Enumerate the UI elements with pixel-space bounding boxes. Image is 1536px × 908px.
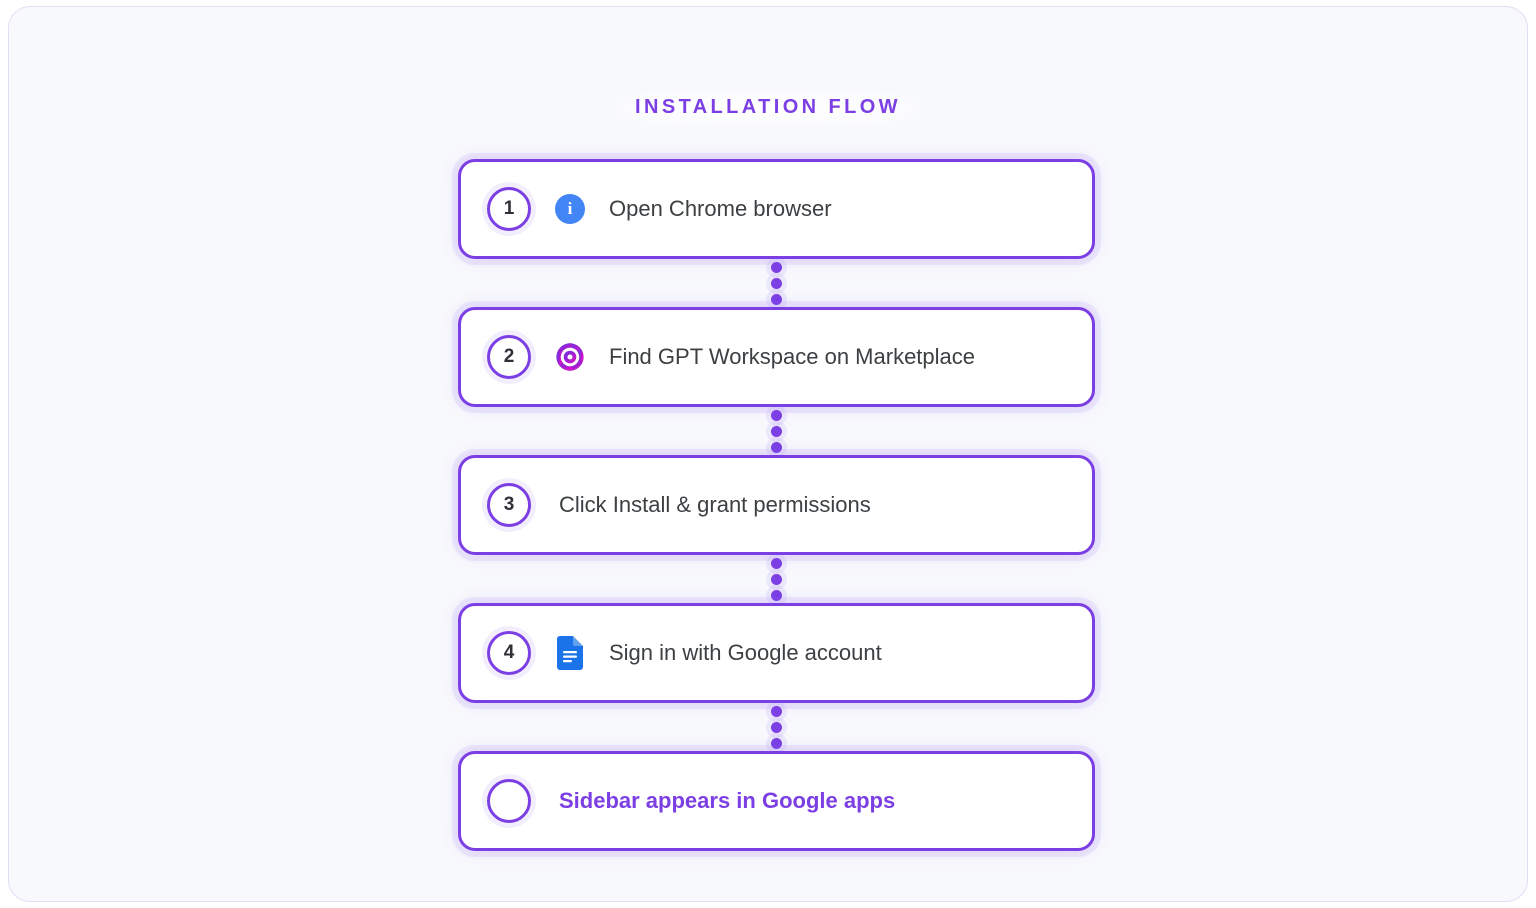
step-card-2[interactable]: 2 Find GPT Workspace on Marketplace <box>458 307 1095 407</box>
connector-dot <box>771 277 782 289</box>
connector-dot <box>771 573 782 585</box>
step-label: Sign in with Google account <box>609 640 882 665</box>
page-title: INSTALLATION FLOW <box>9 91 1527 126</box>
connector-dot <box>771 293 782 305</box>
step-card-4[interactable]: 4 Sign in with Google account <box>458 603 1095 703</box>
step-badge-2: 2 <box>487 335 531 379</box>
step-label: Open Chrome browser <box>609 196 832 221</box>
step-badge-3: 3 <box>487 483 531 527</box>
step-connector-2 <box>458 407 1095 455</box>
connector-dot <box>771 737 782 749</box>
connector-dot <box>771 589 782 601</box>
step-connector-1 <box>458 259 1095 307</box>
connector-dot <box>771 425 782 437</box>
step-label: Sidebar appears in Google apps <box>559 788 896 813</box>
step-connector-4 <box>458 703 1095 751</box>
connector-dot <box>771 721 782 733</box>
connector-dot <box>771 705 782 717</box>
openai-knot-icon <box>553 340 587 374</box>
connector-dot <box>771 557 782 569</box>
connector-dot <box>771 441 782 453</box>
step-label: Find GPT Workspace on Marketplace <box>609 344 976 369</box>
page-title-text: INSTALLATION FLOW <box>617 91 919 126</box>
step-badge-4: 4 <box>487 631 531 675</box>
step-connector-3 <box>458 555 1095 603</box>
step-badge-1: 1 <box>487 187 531 231</box>
step-badge-complete <box>487 779 531 823</box>
step-card-5[interactable]: Sidebar appears in Google apps <box>458 751 1095 851</box>
connector-dot <box>771 261 782 273</box>
connector-dot <box>771 409 782 421</box>
info-icon-glyph: i <box>555 194 585 224</box>
step-card-3[interactable]: 3 Click Install & grant permissions <box>458 455 1095 555</box>
step-label: Click Install & grant permissions <box>559 492 871 517</box>
info-icon: i <box>553 192 587 226</box>
google-docs-icon <box>553 636 587 670</box>
